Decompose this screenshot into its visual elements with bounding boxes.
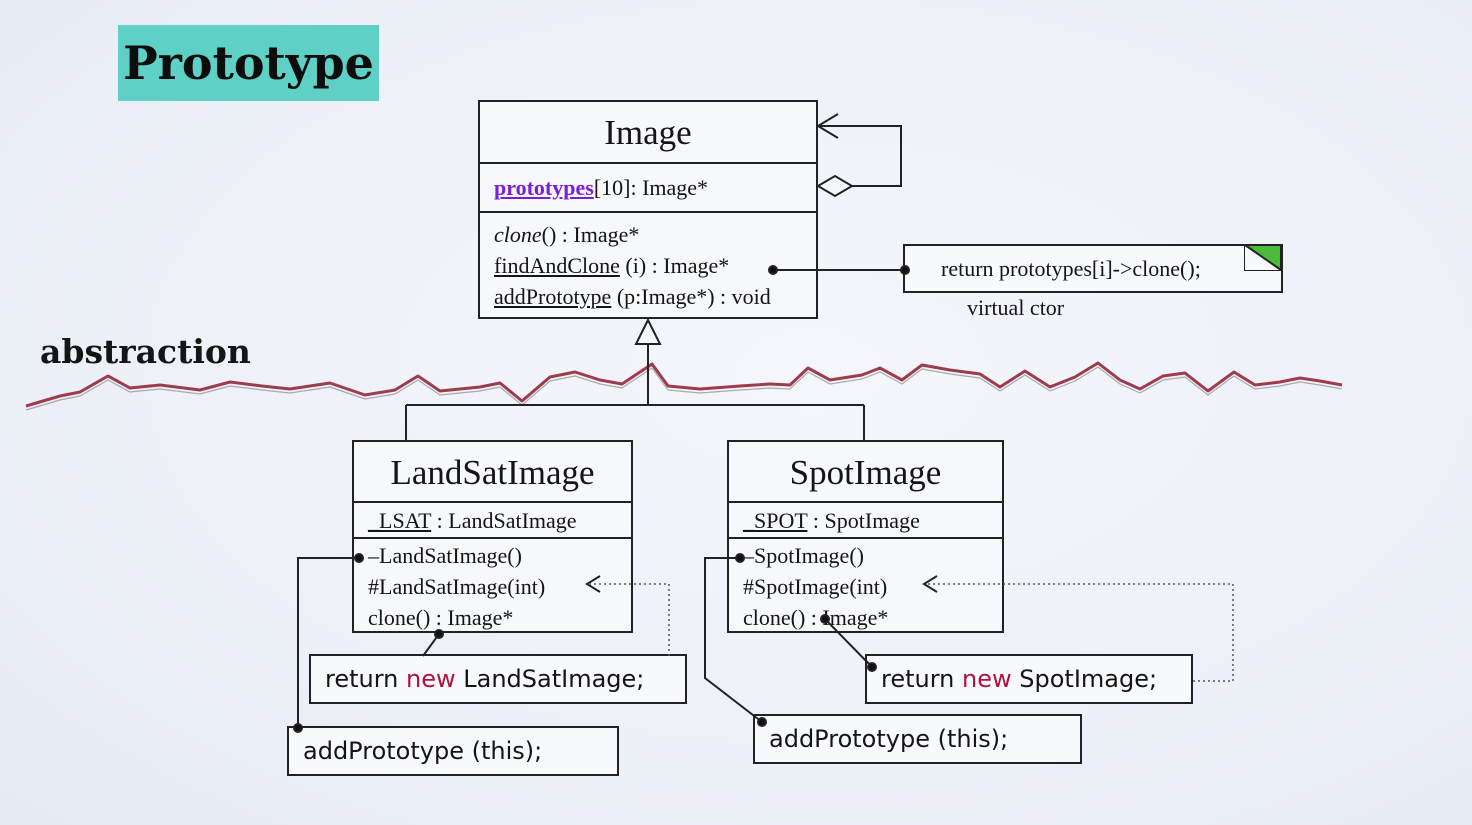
note-caption: virtual ctor xyxy=(967,295,1065,320)
lsat-field-name: _LSAT xyxy=(368,508,432,533)
landsat-class-box: LandSatImage _LSAT : LandSatImage –LandS… xyxy=(352,440,633,633)
spot-field-type: : SpotImage xyxy=(807,508,920,533)
landsat-clone-code: return new LandSatImage; xyxy=(309,654,687,704)
spot-methods: –SpotImage() #SpotImage(int) clone() : I… xyxy=(729,539,1002,633)
image-class-box: Image prototypes[10]: Image* clone() : I… xyxy=(478,100,818,319)
prototypes-field-name: prototypes xyxy=(494,175,594,200)
image-method-addprototype: addPrototype (p:Image*) : void xyxy=(494,281,802,312)
spot-class-box: SpotImage _SPOT : SpotImage –SpotImage()… xyxy=(727,440,1004,633)
abstraction-label: abstraction xyxy=(40,332,251,371)
image-class-name: Image xyxy=(480,102,816,164)
spot-clone-code: return new SpotImage; xyxy=(865,654,1193,704)
code-text: SpotImage; xyxy=(1011,665,1158,693)
code-text: return xyxy=(325,665,407,693)
landsat-add-prototype-code: addPrototype (this); xyxy=(287,726,619,776)
spot-add-prototype-code: addPrototype (this); xyxy=(753,714,1082,764)
image-method-findandclone: findAndClone (i) : Image* xyxy=(494,250,802,281)
code-text: addPrototype (this); xyxy=(303,737,543,765)
spot-class-name: SpotImage xyxy=(729,442,1002,503)
spot-field-name: _SPOT xyxy=(743,508,808,533)
method-name: clone xyxy=(494,222,542,247)
landsat-attributes: _LSAT : LandSatImage xyxy=(354,503,631,539)
code-keyword: new xyxy=(406,665,456,693)
code-text: LandSatImage; xyxy=(455,665,645,693)
image-attribute: prototypes[10]: Image* xyxy=(494,175,708,200)
method-signature: () : Image* xyxy=(541,222,640,247)
note-text: return prototypes[i]->clone(); xyxy=(941,255,1201,281)
self-aggregation-connector xyxy=(816,113,902,198)
method-signature: (i) : Image* xyxy=(619,253,730,278)
page-title: Prototype xyxy=(118,25,379,101)
image-methods: clone() : Image* findAndClone (i) : Imag… xyxy=(480,213,816,312)
lsat-field-type: : LandSatImage xyxy=(431,508,577,533)
landsat-method-ctor: –LandSatImage() xyxy=(368,543,522,568)
abstraction-wave-shadow xyxy=(25,366,1343,411)
landsat-class-name: LandSatImage xyxy=(354,442,631,503)
landsat-method-ctor-int: #LandSatImage(int) xyxy=(368,574,546,599)
image-method-clone: clone() : Image* xyxy=(494,219,802,250)
method-name: addPrototype xyxy=(494,284,612,309)
spot-method-clone: clone() : Image* xyxy=(743,605,889,630)
spot-attributes: _SPOT : SpotImage xyxy=(729,503,1002,539)
inheritance-connector xyxy=(405,317,865,440)
image-attributes: prototypes[10]: Image* xyxy=(480,164,816,213)
spot-method-ctor-int: #SpotImage(int) xyxy=(743,574,888,599)
code-text: return xyxy=(881,665,963,693)
method-name: findAndClone xyxy=(494,253,620,278)
landsat-methods: –LandSatImage() #LandSatImage(int) clone… xyxy=(354,539,631,633)
virtual-ctor-note: return prototypes[i]->clone(); xyxy=(903,244,1283,293)
prototypes-field-type: [10]: Image* xyxy=(593,175,709,200)
method-signature: (p:Image*) : void xyxy=(611,284,771,309)
landsat-method-clone: clone() : Image* xyxy=(368,605,514,630)
spot-method-ctor: –SpotImage() xyxy=(743,543,864,568)
code-keyword: new xyxy=(962,665,1012,693)
code-text: addPrototype (this); xyxy=(769,725,1009,753)
landsat-clone-link xyxy=(422,629,444,657)
